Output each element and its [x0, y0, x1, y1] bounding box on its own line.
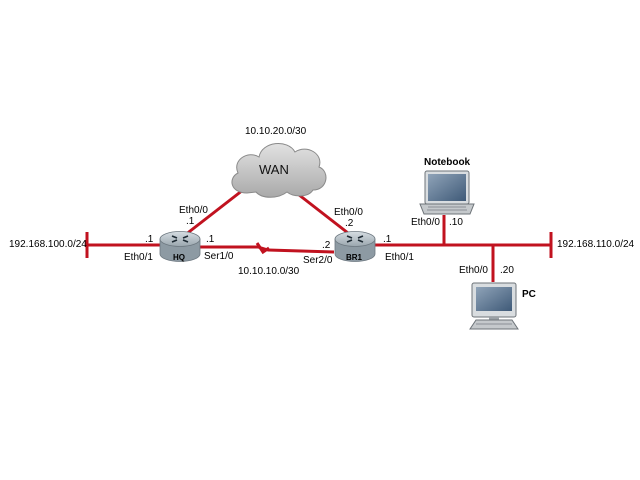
serial-network-label: 10.10.10.0/30	[238, 266, 300, 277]
hq-eth00-label: Eth0/0	[179, 205, 208, 216]
notebook-label: Notebook	[424, 157, 471, 168]
wan-cloud-icon	[231, 143, 327, 198]
pc-label: PC	[522, 289, 536, 300]
br1-eth00-ip: .2	[345, 218, 354, 229]
br1-wan-link	[293, 189, 349, 235]
lan-left-network: 192.168.100.0/24	[9, 239, 87, 250]
notebook-ip-label: .10	[449, 217, 463, 228]
serial-link	[195, 245, 335, 254]
hq-ser10-label: Ser1/0	[204, 251, 234, 262]
wan-network-label: 10.10.20.0/30	[245, 126, 307, 137]
br1-ser20-label: Ser2/0	[303, 255, 333, 266]
lan-right-segment	[370, 215, 553, 282]
pc-iface-label: Eth0/0	[459, 265, 488, 276]
br1-ser20-ip: .2	[322, 240, 331, 251]
hq-router-label: HQ	[173, 253, 185, 262]
notebook-iface-label: Eth0/0	[411, 217, 440, 228]
br1-router-label: BR1	[346, 253, 363, 262]
pc-icon	[469, 282, 519, 330]
pc-ip-label: .20	[500, 265, 514, 276]
wan-cloud-label: WAN	[259, 162, 289, 177]
hq-eth01-ip: .1	[145, 234, 154, 245]
hq-eth00-ip: .1	[186, 216, 195, 227]
notebook-icon	[419, 170, 475, 215]
lan-right-network: 192.168.110.0/24	[557, 239, 635, 250]
hq-router-icon	[159, 231, 201, 262]
br1-eth01-label: Eth0/1	[385, 252, 414, 263]
hq-eth01-label: Eth0/1	[124, 252, 153, 263]
br1-eth00-label: Eth0/0	[334, 207, 363, 218]
lan-left-segment	[85, 232, 160, 258]
hq-ser10-ip: .1	[206, 234, 215, 245]
br1-router-icon	[334, 231, 376, 262]
serial-zigzag	[255, 242, 270, 255]
br1-eth01-ip: .1	[383, 234, 392, 245]
